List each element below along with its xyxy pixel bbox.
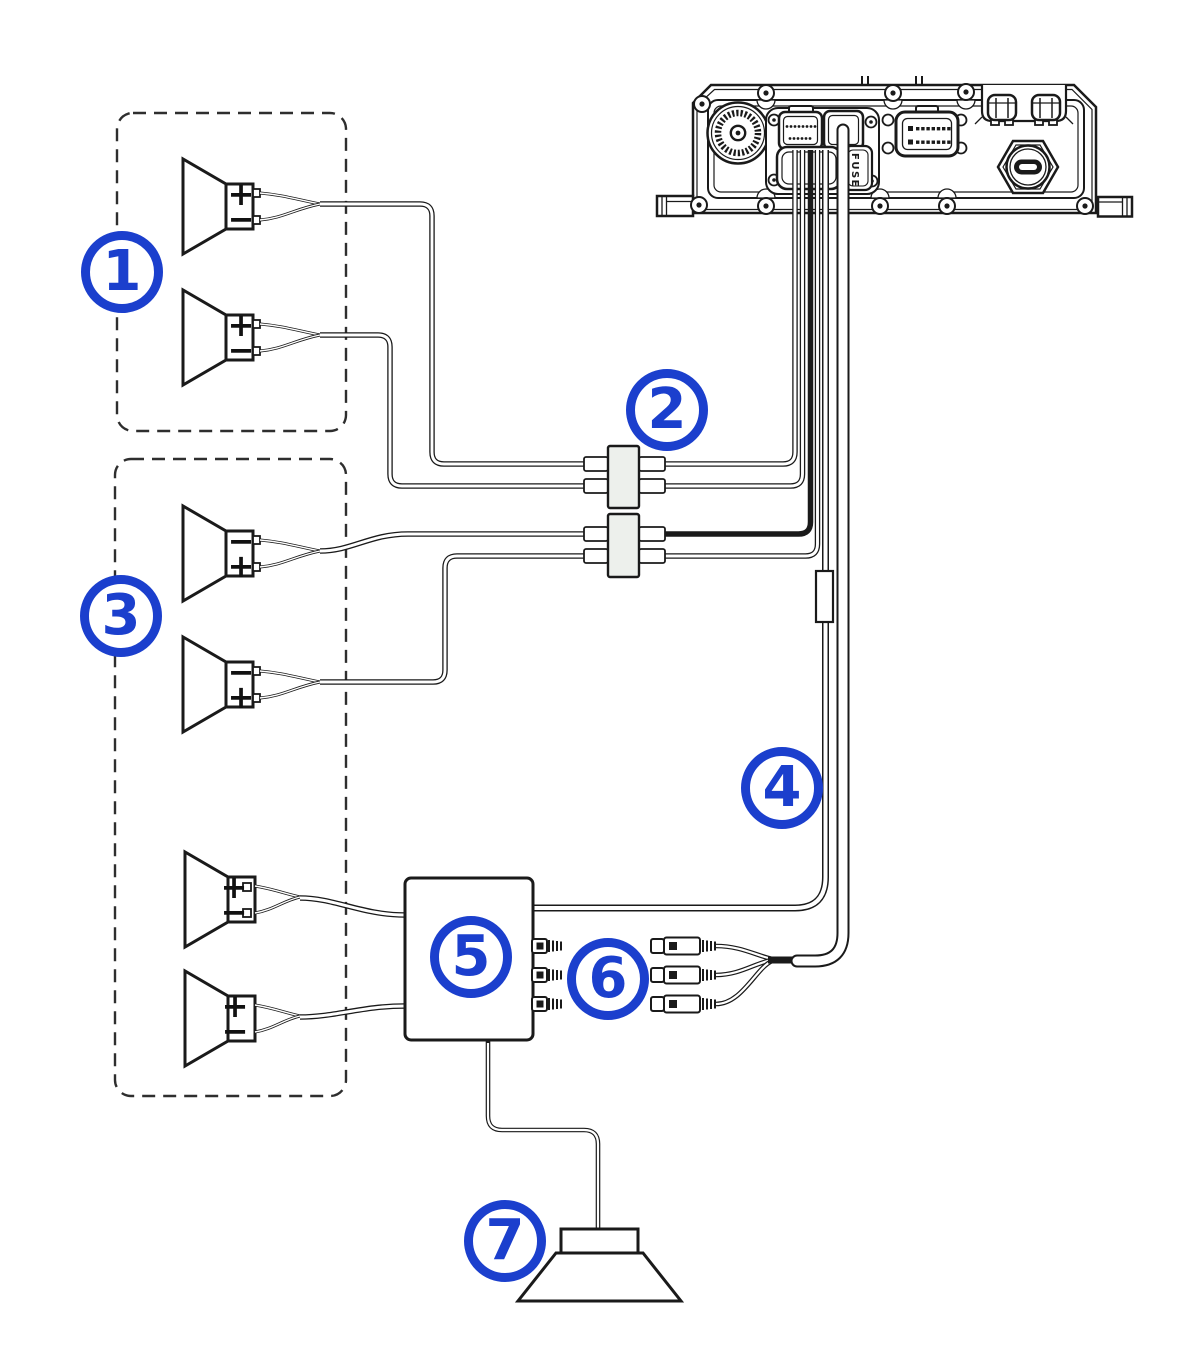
terminal-positive-label: + [221,868,248,906]
connector-block [606,444,641,510]
inline-fuse-holder [814,569,835,624]
power-connector [881,105,968,158]
rca-trunk-cable [790,123,850,968]
speaker-zone1-a: + − [181,157,321,256]
speaker-group-3-box [113,457,348,1098]
terminal-positive-label: + [222,987,249,1025]
terminal-positive-label: + [228,547,255,585]
hex-gland-connector [996,139,1060,195]
mounting-flange-right [1096,195,1134,218]
callout-1: 1 [81,231,163,313]
amplifier-rear-panel: FUSE [655,76,1134,218]
inline-wire-connectors [583,444,666,579]
callout-2: 2 [626,369,708,451]
terminal-negative-label: − [221,893,248,931]
mounting-flange-left [655,194,695,218]
connector-block [606,512,641,579]
speaker-zone2-b: − + [181,635,321,734]
callout-5: 5 [430,916,512,998]
subwoofer [514,1227,685,1303]
chassis-screws [690,83,1094,215]
terminal-negative-label: − [222,1012,249,1050]
speaker-zone3-b: + − [183,969,301,1068]
round-connector [706,101,770,165]
speaker-zone3-a: + − [183,850,301,949]
fuse-label: FUSE [849,153,860,188]
subwoofer-wire [485,1040,601,1231]
terminal-positive-label: + [228,678,255,716]
fuse-holder [1030,93,1062,126]
callout-4: 4 [741,747,823,829]
speaker-zone2-a: − + [181,504,321,603]
callout-3: 3 [80,575,162,657]
amp-output-cable [533,150,835,912]
callout-6: 6 [567,938,649,1020]
speaker-wires [299,150,821,1020]
rca-connections [531,936,799,1014]
fuse-holders [974,85,1074,126]
terminal-negative-label: − [228,522,255,560]
terminal-negative-label: − [228,653,255,691]
speaker-group-1-box [115,111,348,433]
terminal-positive-label: + [228,306,255,344]
callout-7: 7 [464,1200,546,1282]
rca-pair [531,994,716,1014]
rca-pair [531,965,716,985]
terminal-negative-label: − [228,331,255,369]
rca-pair [531,936,716,956]
multipin-connector-a [777,105,824,151]
fuse-holder [986,93,1018,126]
terminal-positive-label: + [228,175,255,213]
terminal-negative-label: − [228,200,255,238]
speaker-zone1-b: + − [181,288,321,387]
